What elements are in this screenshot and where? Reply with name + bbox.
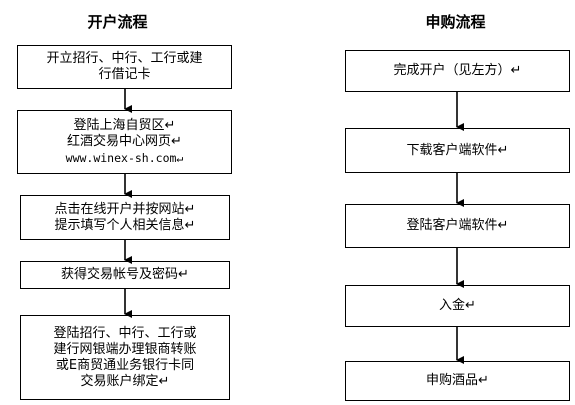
left-step-3-line-2: 提示填写个人相关信息↵ bbox=[54, 217, 196, 233]
left-flow-title: 开户流程 bbox=[87, 13, 148, 31]
left-step-1: 开立招行、中行、工行或建 行借记卡 bbox=[17, 45, 232, 89]
right-step-5-label: 申购酒品↵ bbox=[426, 373, 489, 388]
left-step-5-line-2: 建行网银端办理银商转账 bbox=[53, 341, 197, 357]
right-flow-title: 申购流程 bbox=[425, 13, 486, 31]
right-step-1-label: 完成开户（见左方）↵ bbox=[393, 63, 522, 78]
left-step-5: 登陆招行、中行、工行或 建行网银端办理银商转账 或E商贸通业务银行卡同 交易账户… bbox=[20, 315, 230, 400]
left-step-4: 获得交易帐号及密码↵ bbox=[20, 261, 230, 289]
left-step-2: 登陆上海自贸区↵ 红酒交易中心网页↵ www.winex-sh.com↵ bbox=[17, 110, 232, 174]
right-step-4-label: 入金↵ bbox=[439, 298, 476, 313]
left-step-5-line-1: 登陆招行、中行、工行或 bbox=[53, 325, 197, 341]
right-step-1: 完成开户（见左方）↵ bbox=[345, 50, 570, 92]
left-step-1-line-2: 行借记卡 bbox=[98, 67, 151, 82]
left-step-3-line-1: 点击在线开户并按网站↵ bbox=[54, 201, 196, 217]
right-step-5: 申购酒品↵ bbox=[345, 361, 570, 401]
left-step-5-line-4: 交易账户绑定↵ bbox=[80, 373, 170, 389]
left-step-3: 点击在线开户并按网站↵ 提示填写个人相关信息↵ bbox=[20, 195, 230, 240]
left-step-2-line-2: 红酒交易中心网页↵ bbox=[67, 134, 182, 149]
left-step-5-line-3: 或E商贸通业务银行卡同 bbox=[55, 357, 195, 373]
left-step-1-line-1: 开立招行、中行、工行或建 bbox=[46, 51, 203, 66]
right-step-4: 入金↵ bbox=[345, 285, 570, 327]
right-step-3-label: 登陆客户端软件↵ bbox=[406, 218, 509, 233]
right-step-2: 下载客户端软件↵ bbox=[345, 128, 570, 173]
left-step-4-line-1: 获得交易帐号及密码↵ bbox=[61, 267, 189, 282]
left-step-2-line-1: 登陆上海自贸区↵ bbox=[73, 118, 176, 133]
right-step-2-label: 下载客户端软件↵ bbox=[406, 142, 509, 158]
left-step-2-website: www.winex-sh.com↵ bbox=[65, 151, 184, 165]
